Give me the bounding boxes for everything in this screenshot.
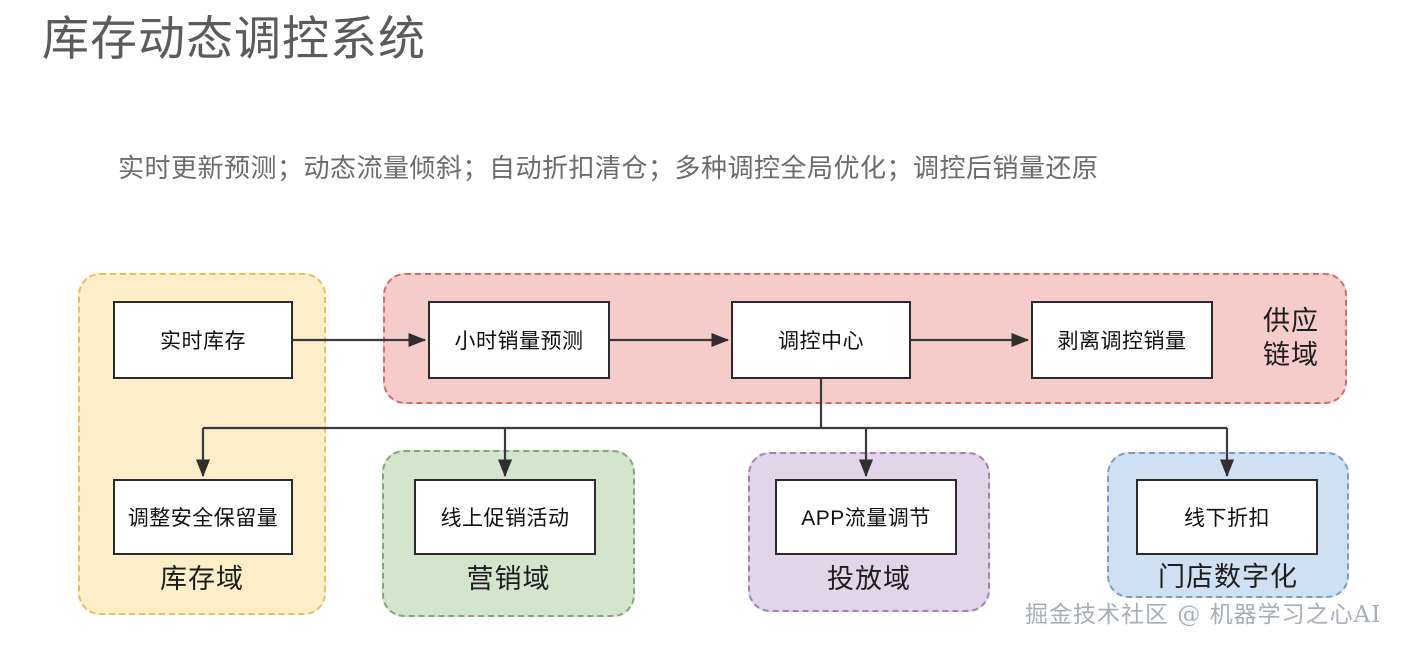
node-label-app-traffic-tuning: APP流量调节 — [801, 507, 931, 530]
node-label-adjust-safety-stock: 调整安全保留量 — [127, 507, 279, 530]
node-strip-control-sales[interactable]: 剥离调控销量 — [1031, 301, 1213, 379]
page-subtitle: 实时更新预测；动态流量倾斜；自动折扣清仓；多种调控全局优化；调控后销量还原 — [118, 153, 1099, 183]
node-realtime-stock[interactable]: 实时库存 — [113, 301, 293, 379]
node-label-offline-discount: 线下折扣 — [1184, 507, 1270, 530]
node-hourly-sales-forecast[interactable]: 小时销量预测 — [428, 301, 610, 379]
node-adjust-safety-stock[interactable]: 调整安全保留量 — [113, 479, 293, 555]
domain-label-adops-domain: 投放域 — [827, 564, 911, 594]
node-online-promotion[interactable]: 线上促销活动 — [414, 479, 596, 555]
domain-label-supply-chain-domain: 供应 链域 — [1263, 306, 1319, 370]
domain-label-marketing-domain: 营销域 — [466, 564, 551, 594]
node-label-hourly-sales-forecast: 小时销量预测 — [454, 330, 584, 353]
node-offline-discount[interactable]: 线下折扣 — [1136, 479, 1318, 555]
domain-label-inventory-domain: 库存域 — [160, 564, 244, 594]
watermark-text: 掘金技术社区 @ 机器学习之心AI — [1025, 602, 1382, 628]
node-label-strip-control-sales: 剥离调控销量 — [1057, 330, 1187, 353]
node-control-center[interactable]: 调控中心 — [731, 301, 911, 379]
node-label-online-promotion: 线上促销活动 — [440, 507, 570, 530]
node-label-realtime-stock: 实时库存 — [160, 330, 246, 353]
page-title: 库存动态调控系统 — [42, 12, 426, 65]
node-app-traffic-tuning[interactable]: APP流量调节 — [775, 479, 957, 555]
domain-label-store-digital-domain: 门店数字化 — [1158, 562, 1298, 592]
node-label-control-center: 调控中心 — [778, 330, 864, 353]
